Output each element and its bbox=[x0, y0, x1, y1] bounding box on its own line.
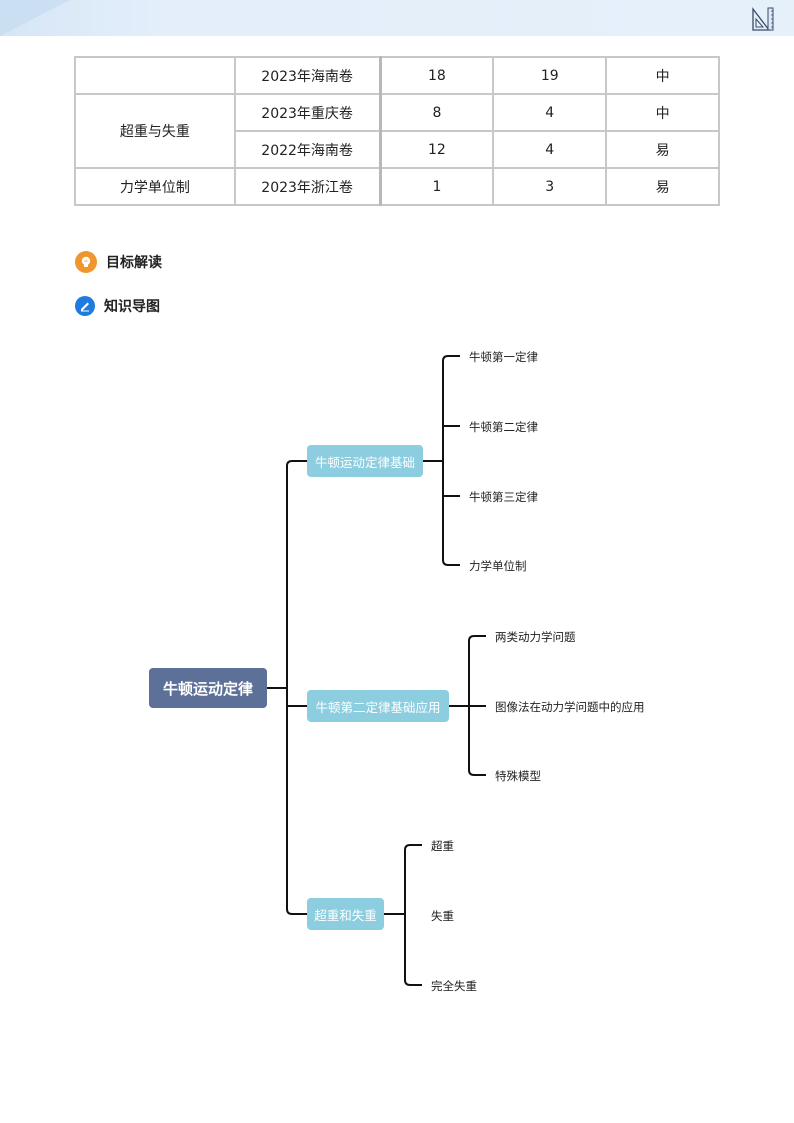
section-goal-interpretation: 目标解读 bbox=[75, 251, 162, 273]
mind-map-leaf: 牛顿第三定律 bbox=[469, 490, 538, 504]
connector-line bbox=[442, 355, 460, 566]
mind-map-leaf: 牛顿第一定律 bbox=[469, 350, 538, 364]
connector-line bbox=[286, 460, 307, 915]
difficulty-cell: 中 bbox=[605, 56, 720, 95]
topic-cell: 力学单位制 bbox=[74, 167, 236, 206]
topic-cell bbox=[74, 56, 236, 95]
mind-map-leaf: 两类动力学问题 bbox=[495, 630, 576, 644]
mind-map-leaf: 失重 bbox=[431, 909, 454, 923]
table-row: 2022年海南卷 12 4 易 bbox=[75, 130, 720, 169]
difficulty-cell: 易 bbox=[605, 130, 720, 169]
header-decoration bbox=[0, 0, 70, 36]
lightbulb-icon bbox=[75, 251, 97, 273]
section-title: 目标解读 bbox=[106, 255, 162, 271]
connector-line bbox=[404, 844, 422, 986]
table-row: 力学单位制 2023年浙江卷 1 3 易 bbox=[74, 167, 720, 206]
pencil-icon bbox=[75, 296, 95, 316]
question-cell: 18 bbox=[379, 56, 495, 95]
difficulty-cell: 易 bbox=[605, 167, 720, 206]
score-cell: 4 bbox=[492, 93, 608, 132]
table-row: 2023年海南卷 18 19 中 bbox=[74, 56, 720, 95]
score-cell: 4 bbox=[492, 130, 608, 169]
paper-cell: 2023年重庆卷 bbox=[233, 93, 382, 132]
mind-map-leaf: 图像法在动力学问题中的应用 bbox=[495, 700, 645, 714]
difficulty-cell: 中 bbox=[605, 93, 720, 132]
mind-map-branch: 牛顿运动定律基础 bbox=[307, 445, 423, 477]
paper-cell: 2022年海南卷 bbox=[233, 130, 382, 169]
score-cell: 3 bbox=[492, 167, 608, 206]
mind-map-branch: 超重和失重 bbox=[307, 898, 384, 930]
paper-cell: 2023年浙江卷 bbox=[233, 167, 382, 206]
section-knowledge-map: 知识导图 bbox=[75, 296, 160, 316]
section-title: 知识导图 bbox=[104, 299, 160, 315]
mind-map-branch: 牛顿第二定律基础应用 bbox=[307, 690, 449, 722]
ruler-triangle-icon bbox=[752, 7, 774, 31]
mind-map-leaf: 完全失重 bbox=[431, 979, 477, 993]
mind-map-leaf: 力学单位制 bbox=[469, 559, 527, 573]
paper-cell: 2023年海南卷 bbox=[233, 56, 382, 95]
mind-map-root: 牛顿运动定律 bbox=[149, 668, 267, 708]
score-cell: 19 bbox=[492, 56, 608, 95]
exam-table: 2023年海南卷 18 19 中 超重与失重 2023年重庆卷 8 4 中 20… bbox=[74, 56, 720, 206]
mind-map-leaf: 超重 bbox=[431, 839, 454, 853]
mind-map-leaf: 牛顿第二定律 bbox=[469, 420, 538, 434]
question-cell: 1 bbox=[379, 167, 495, 206]
topic-cell: 超重与失重 bbox=[74, 93, 236, 169]
question-cell: 12 bbox=[379, 130, 495, 169]
page-header bbox=[0, 0, 794, 36]
table-row: 超重与失重 2023年重庆卷 8 4 中 bbox=[74, 93, 720, 169]
question-cell: 8 bbox=[379, 93, 495, 132]
mind-map-leaf: 特殊模型 bbox=[495, 769, 541, 783]
